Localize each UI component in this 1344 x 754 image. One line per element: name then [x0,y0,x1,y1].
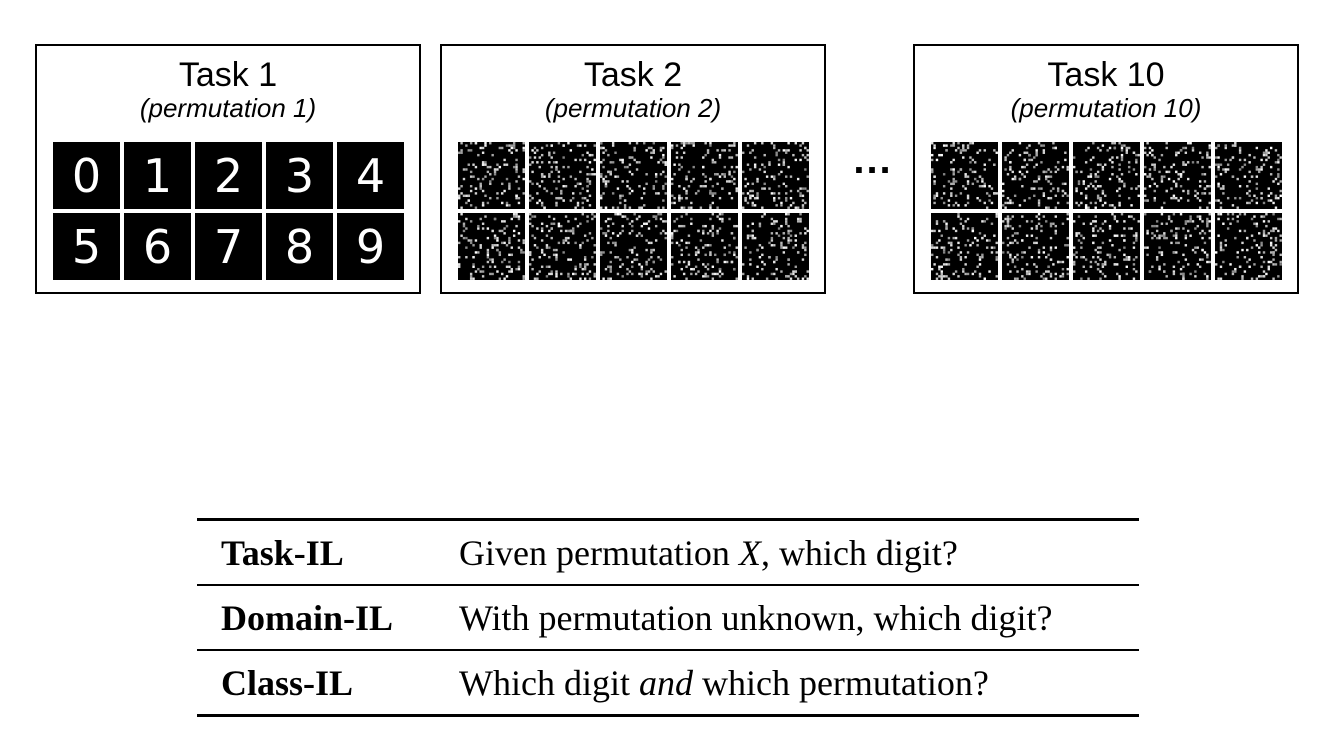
permuted-digit-image [1002,142,1069,209]
mnist-digit-image: 1 [124,142,191,209]
permuted-digit-image [1144,213,1211,280]
permuted-digit-image [600,213,667,280]
task-10-title: Task 10 [1047,56,1165,94]
mnist-digit-image: 2 [195,142,262,209]
permuted-digit-image [671,213,738,280]
permuted-digit-image [529,142,596,209]
digit-label: 1 [143,149,172,203]
permuted-digit-image [1215,142,1282,209]
digit-label: 7 [214,220,243,274]
mnist-digit-image: 9 [337,213,404,280]
permuted-digit-image [1073,213,1140,280]
permuted-digit-image [742,213,809,280]
permuted-digit-image [1073,142,1140,209]
digit-label: 8 [285,220,314,274]
digit-label: 4 [356,149,385,203]
task-10-image-grid [931,142,1282,280]
mnist-digit-image: 0 [53,142,120,209]
digit-label: 6 [143,220,172,274]
scenario-description-part: With permutation unknown, which digit? [459,598,1053,638]
task-2-panel: Task 2 (permutation 2) [440,44,826,294]
scenario-description: Given permutation X, which digit? [459,533,958,573]
permuted-digit-image [529,213,596,280]
permuted-digit-image [458,213,525,280]
permuted-digit-image [1215,213,1282,280]
permuted-digit-image [458,142,525,209]
mnist-digit-image: 3 [266,142,333,209]
digit-label: 5 [72,220,101,274]
permuted-digit-image [742,142,809,209]
scenario-description-part: and [638,663,693,703]
scenario-description-part: which permutation? [692,663,989,703]
task-2-subtitle: (permutation 2) [544,93,722,123]
digit-label: 2 [214,149,243,203]
permuted-digit-image [931,213,998,280]
scenario-row: Class-IL Which digit and which permutati… [197,649,1139,714]
scenario-name: Task-IL [221,533,344,573]
scenario-description-part: X [738,533,761,573]
task-2-title: Task 2 [583,56,683,94]
task-10-subtitle: (permutation 10) [1010,93,1202,123]
digit-label: 9 [356,220,385,274]
digit-label: 0 [72,149,101,203]
scenario-description-part: , which digit? [760,533,958,573]
scenario-description-part: Given permutation [459,533,739,573]
permuted-digit-image [1144,142,1211,209]
scenario-description-part: Which digit [459,663,639,703]
mnist-digit-image: 8 [266,213,333,280]
scenario-description: Which digit and which permutation? [459,663,989,703]
scenario-row: Domain-IL With permutation unknown, whic… [197,584,1139,649]
ellipsis: ... [853,138,893,182]
task-2-image-grid [458,142,809,280]
mnist-digit-image: 6 [124,213,191,280]
scenario-name: Class-IL [221,663,354,703]
scenario-name: Domain-IL [221,598,394,638]
permuted-digit-image [671,142,738,209]
mnist-digit-image: 5 [53,213,120,280]
permuted-digit-image [1002,213,1069,280]
mnist-digit-image: 7 [195,213,262,280]
scenario-row: Task-IL Given permutation X, which digit… [197,521,1139,584]
permuted-digit-image [931,142,998,209]
digit-label: 3 [285,149,314,203]
task-10-panel: Task 10 (permutation 10) [913,44,1299,294]
scenario-table: Task-IL Given permutation X, which digit… [197,518,1139,717]
scenario-description: With permutation unknown, which digit? [459,598,1052,638]
task-1-title: Task 1 [178,56,278,94]
task-1-subtitle: (permutation 1) [139,93,317,123]
permuted-digit-image [600,142,667,209]
mnist-digit-image: 4 [337,142,404,209]
